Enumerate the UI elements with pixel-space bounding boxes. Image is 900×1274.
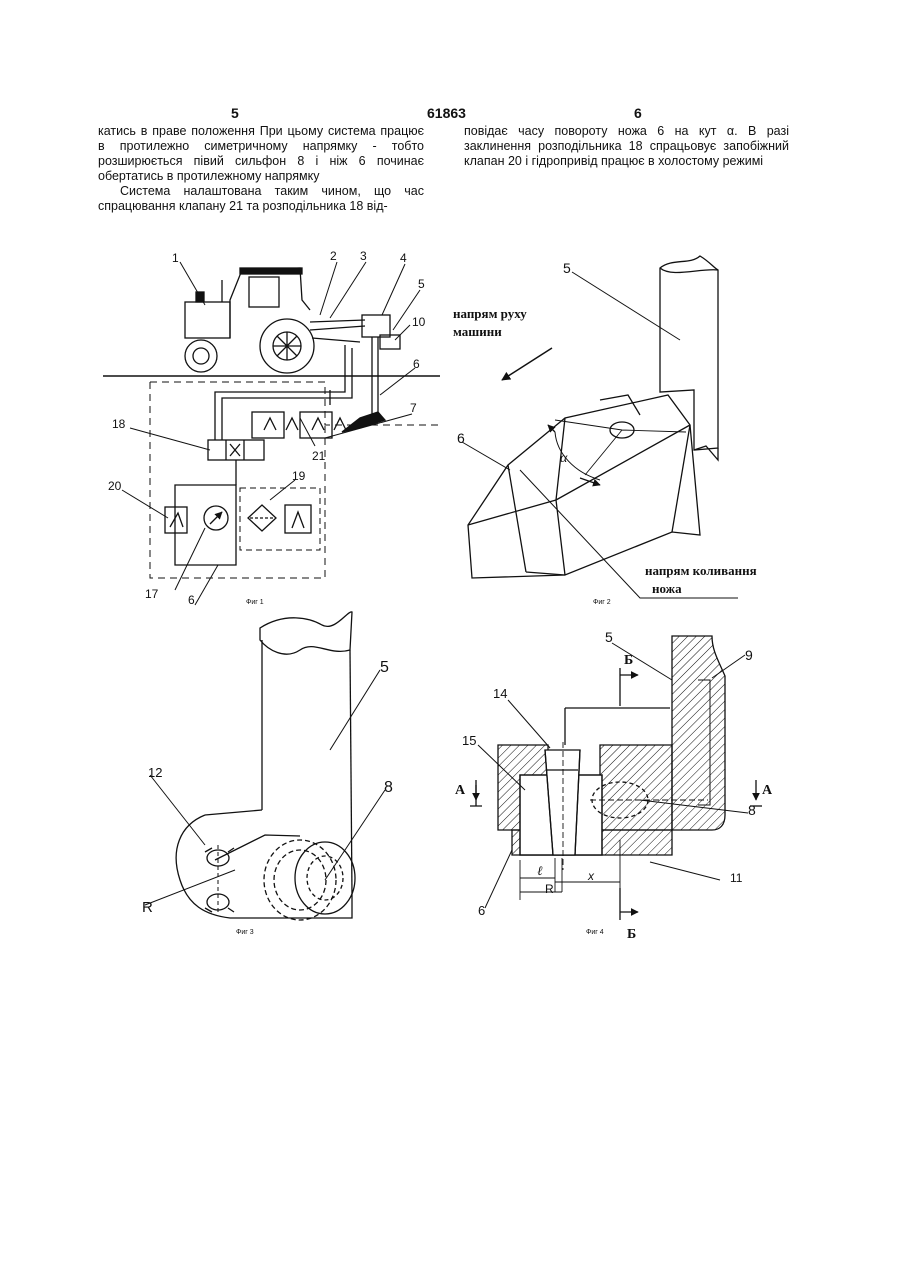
fig4-label-8: 8 [748, 802, 756, 818]
tractor [185, 268, 314, 373]
fig1-label-7: 7 [410, 401, 417, 415]
fig1-label-19: 19 [292, 469, 306, 483]
figure-4: 5 9 14 15 А А 8 11 6 Б Б ℓ R x Фиг 4 [455, 629, 773, 942]
fig3-label-R: R [142, 899, 153, 916]
fig4-label-5: 5 [605, 629, 613, 645]
fig3-label-5: 5 [380, 659, 389, 676]
fig4-label-R: R [545, 882, 554, 896]
fig2-direction-line2: машини [453, 324, 502, 339]
fig2-direction-line1: напрям руху [453, 306, 527, 321]
fig1-label-10: 10 [412, 315, 426, 329]
fig2-caption: Фиг 2 [593, 599, 611, 606]
fig3-caption: Фиг 3 [236, 929, 254, 936]
filter-19 [240, 488, 320, 550]
fig4-label-6: 6 [478, 903, 485, 918]
fig4-label-B-top: Б [624, 653, 633, 668]
fig1-label-2: 2 [330, 249, 337, 263]
fig2-label-6: 6 [457, 430, 465, 446]
fig4-label-15: 15 [462, 733, 476, 748]
fig1-label-4: 4 [400, 251, 407, 265]
figure-3: 5 12 8 R Фиг 3 [142, 612, 393, 936]
fig2-label-5: 5 [563, 260, 571, 276]
fig1-caption: Фиг 1 [246, 599, 264, 606]
fig1-label-6a: 6 [413, 357, 420, 371]
valves-21 [252, 412, 346, 438]
figure-2: 5 6 α напрям руху машини напрям коливанн… [453, 256, 757, 606]
fig3-label-8: 8 [384, 779, 393, 796]
fig1-label-1: 1 [172, 251, 179, 265]
fig1-label-6b: 6 [188, 593, 195, 607]
fig1-label-21: 21 [312, 449, 326, 463]
fig4-label-11: 11 [730, 871, 743, 885]
fig1-label-3: 3 [360, 249, 367, 263]
fig4-label-9: 9 [745, 647, 753, 663]
fig2-swing-line1: напрям коливання [645, 563, 757, 578]
fig2-swing-line2: ножа [652, 581, 682, 596]
fig4-label-l: ℓ [537, 863, 543, 878]
fig2-label-alpha: α [560, 451, 568, 466]
fig4-caption: Фиг 4 [586, 929, 604, 936]
implement [310, 315, 400, 432]
fig4-label-14: 14 [493, 686, 507, 701]
fig4-label-x: x [587, 869, 595, 883]
fig1-label-17: 17 [145, 587, 159, 601]
fig1-label-20: 20 [108, 479, 122, 493]
fig4-label-B-bottom: Б [627, 927, 636, 942]
fig1-label-18: 18 [112, 417, 126, 431]
figure-1: 1 2 3 4 5 10 6 7 18 21 19 20 17 6 Фиг 1 [103, 249, 440, 607]
fig1-label-5: 5 [418, 277, 425, 291]
fig3-label-12: 12 [148, 765, 162, 780]
distributor-18 [208, 440, 264, 485]
fig4-label-A-right: А [762, 783, 773, 798]
pump-circuit [165, 485, 236, 565]
fig4-label-A-left: А [455, 783, 466, 798]
